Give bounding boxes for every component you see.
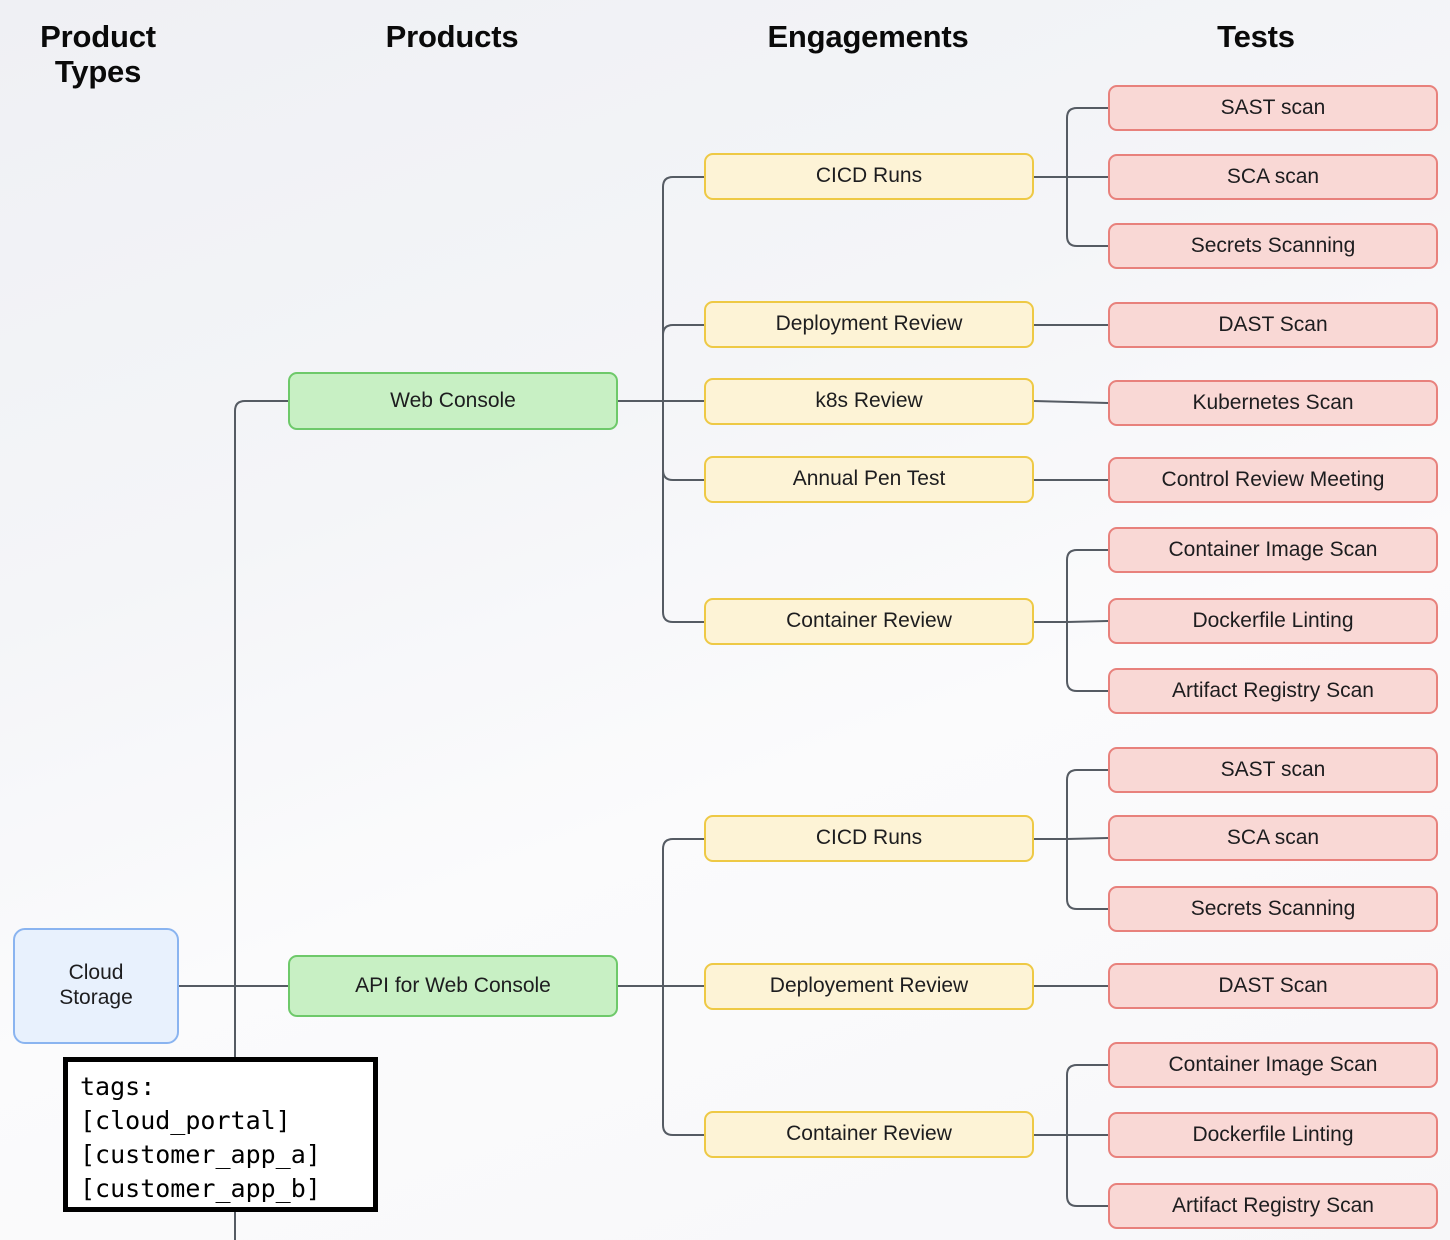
connector-edge: [1066, 177, 1108, 247]
test-label: SAST scan: [1220, 95, 1326, 119]
connector-edge: [1066, 549, 1108, 622]
product-label: API for Web Console: [355, 973, 551, 997]
engagement-node-e7[interactable]: Deployement Review: [704, 963, 1034, 1010]
test-node-t4[interactable]: DAST Scan: [1108, 302, 1438, 348]
test-label: Secrets Scanning: [1190, 233, 1356, 257]
engagement-label: Deployment Review: [775, 312, 963, 336]
test-label: SAST scan: [1220, 757, 1326, 781]
connector-edge: [1066, 769, 1108, 839]
test-label: SCA scan: [1226, 164, 1320, 188]
test-node-t15[interactable]: Dockerfile Linting: [1108, 1112, 1438, 1158]
engagement-node-e4[interactable]: Annual Pen Test: [704, 456, 1034, 503]
engagement-label: CICD Runs: [815, 164, 923, 188]
h-products: Products: [322, 19, 582, 55]
test-label: Secrets Scanning: [1190, 896, 1356, 920]
test-node-t7[interactable]: Container Image Scan: [1108, 527, 1438, 573]
engagement-node-e6[interactable]: CICD Runs: [704, 815, 1034, 862]
test-node-t8[interactable]: Dockerfile Linting: [1108, 598, 1438, 644]
product-label: Web Console: [390, 388, 516, 412]
test-label: DAST Scan: [1218, 973, 1328, 997]
tags-annotation-box: tags: [cloud_portal] [customer_app_a] [c…: [63, 1057, 378, 1212]
connector-edge: [1066, 622, 1108, 692]
product-type-label-line2: Storage: [59, 986, 133, 1009]
test-node-t2[interactable]: SCA scan: [1108, 154, 1438, 200]
product-node-api-web-console[interactable]: API for Web Console: [288, 955, 618, 1017]
test-label: Artifact Registry Scan: [1172, 678, 1374, 702]
test-label: Kubernetes Scan: [1192, 390, 1354, 414]
test-node-t5[interactable]: Kubernetes Scan: [1108, 380, 1438, 426]
engagement-label: Annual Pen Test: [792, 467, 946, 491]
test-node-t10[interactable]: SAST scan: [1108, 747, 1438, 793]
h-product-types-line1: Product: [40, 19, 156, 54]
h-engagements-line1: Engagements: [767, 19, 969, 54]
product-node-web-console[interactable]: Web Console: [288, 372, 618, 430]
test-node-t13[interactable]: DAST Scan: [1108, 963, 1438, 1009]
engagement-node-e8[interactable]: Container Review: [704, 1111, 1034, 1158]
test-label: Container Image Scan: [1168, 537, 1378, 561]
test-label: DAST Scan: [1218, 312, 1328, 336]
test-label: Dockerfile Linting: [1192, 608, 1354, 632]
test-label: SCA scan: [1226, 825, 1320, 849]
engagement-node-e3[interactable]: k8s Review: [704, 378, 1034, 425]
engagement-label: Container Review: [786, 609, 952, 633]
h-products-line1: Products: [385, 19, 519, 54]
test-node-t14[interactable]: Container Image Scan: [1108, 1042, 1438, 1088]
engagement-node-e1[interactable]: CICD Runs: [704, 153, 1034, 200]
h-engagements: Engagements: [703, 19, 1033, 55]
h-tests-line1: Tests: [1217, 19, 1295, 54]
test-node-t3[interactable]: Secrets Scanning: [1108, 223, 1438, 269]
test-label: Artifact Registry Scan: [1172, 1193, 1374, 1217]
h-product-types-line2: Types: [54, 53, 142, 89]
connector-edge: [1066, 620, 1109, 623]
test-node-t12[interactable]: Secrets Scanning: [1108, 886, 1438, 932]
connector-edge: [1066, 839, 1108, 910]
engagement-label: k8s Review: [815, 389, 923, 413]
connector-edge: [1066, 837, 1109, 840]
test-label: Control Review Meeting: [1161, 467, 1385, 491]
connector-edge: [662, 176, 704, 401]
tags-annotation-text: tags: [cloud_portal] [customer_app_a] [c…: [80, 1072, 321, 1203]
test-node-t9[interactable]: Artifact Registry Scan: [1108, 668, 1438, 714]
test-node-t11[interactable]: SCA scan: [1108, 815, 1438, 861]
engagement-label: CICD Runs: [815, 826, 923, 850]
test-label: Container Image Scan: [1168, 1052, 1378, 1076]
test-label: Dockerfile Linting: [1192, 1122, 1354, 1146]
product-type-label-line1: Cloud: [68, 961, 124, 985]
connector-edge: [662, 986, 704, 1136]
connector-edge: [662, 401, 704, 481]
connector-edge: [662, 324, 704, 401]
test-node-t6[interactable]: Control Review Meeting: [1108, 457, 1438, 503]
connector-edge: [662, 401, 704, 623]
connector-edge: [1066, 1135, 1108, 1207]
connector-edge: [662, 838, 704, 986]
h-tests: Tests: [1146, 19, 1366, 55]
test-node-t1[interactable]: SAST scan: [1108, 85, 1438, 131]
test-node-t16[interactable]: Artifact Registry Scan: [1108, 1183, 1438, 1229]
engagement-label: Container Review: [786, 1122, 952, 1146]
connector-edge: [1066, 1064, 1108, 1135]
engagement-node-e5[interactable]: Container Review: [704, 598, 1034, 645]
connector-edge: [1066, 107, 1108, 177]
connector-edge: [1033, 400, 1109, 404]
engagement-node-e2[interactable]: Deployment Review: [704, 301, 1034, 348]
engagement-label: Deployement Review: [769, 974, 969, 998]
connector-edge: [234, 400, 288, 986]
